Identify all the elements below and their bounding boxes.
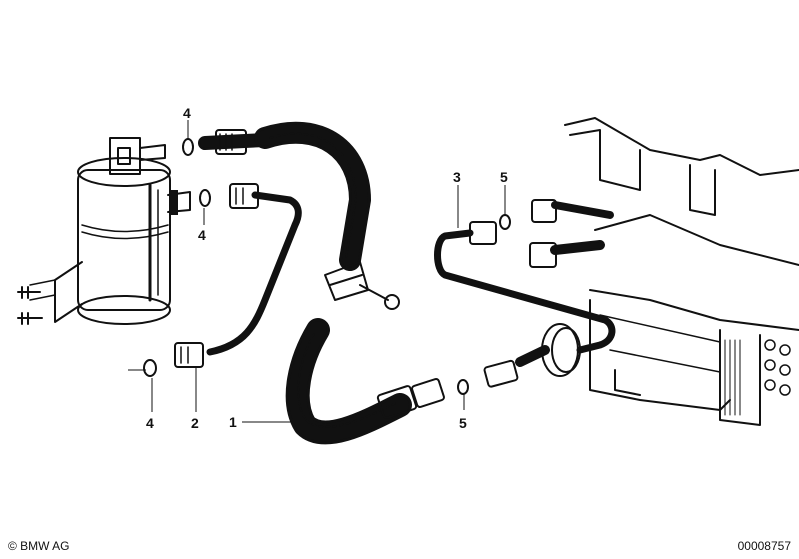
callout-4-bottom: 4 [146,415,154,431]
callout-4-top: 4 [183,105,191,121]
callout-5-bottom: 5 [459,415,467,431]
expansion-valve [483,323,581,388]
rigid-pipe-2 [174,183,302,368]
evaporator-housing [529,117,799,426]
mounting-bracket [17,261,83,325]
receiver-drier [77,137,191,325]
callout-5-top: 5 [500,169,508,185]
copyright-notice: © BMW AG [8,539,70,553]
lower-hose [285,318,445,445]
hose-clamp [324,261,400,310]
callout-3: 3 [453,169,461,185]
callout-2: 2 [191,415,199,431]
leader-lines [128,120,506,423]
rigid-pipe-3 [434,221,616,354]
drawing-number: 00008757 [737,539,791,553]
upper-hose [198,121,371,271]
callout-4-middle: 4 [198,227,206,243]
callout-1: 1 [229,414,237,430]
